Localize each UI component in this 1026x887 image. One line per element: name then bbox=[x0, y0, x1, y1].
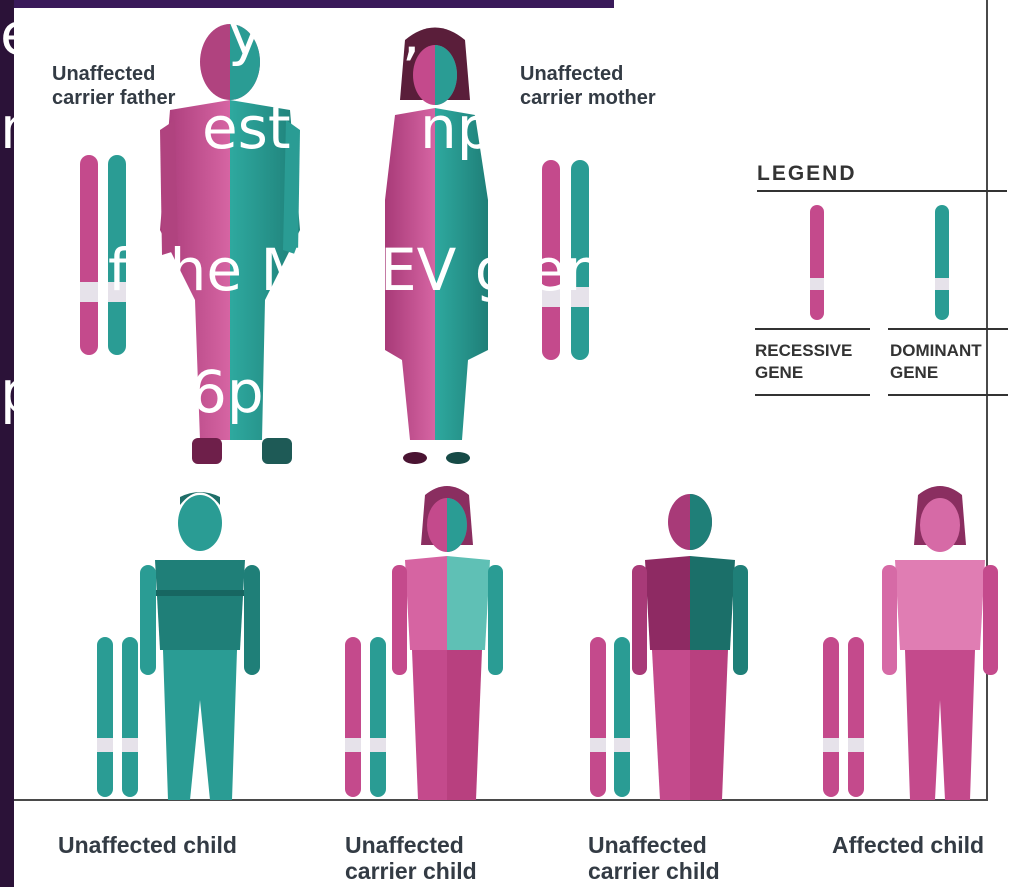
slide-text-fragment-6: npt bbox=[420, 98, 516, 158]
child-3-figure bbox=[632, 494, 748, 800]
slide-text-fragment-10: p bbox=[0, 362, 37, 422]
slide-text-fragment-3: , bbox=[402, 4, 420, 64]
legend-dominant-rule-bottom bbox=[888, 394, 1008, 396]
mother-label: Unaffected carrier mother bbox=[520, 62, 670, 110]
child-2-label: Unaffected carrier child bbox=[345, 832, 525, 884]
child-1-chromosome-pair bbox=[97, 637, 138, 797]
legend-top-rule bbox=[757, 190, 1007, 192]
slide-text-fragment-1: e bbox=[0, 4, 36, 64]
child-4-chromosome-pair bbox=[823, 637, 864, 797]
slide-text-fragment-11: 6p1 bbox=[190, 362, 301, 422]
legend-recessive-label: RECESSIVE GENE bbox=[755, 340, 867, 384]
legend-recessive-chromosome bbox=[810, 205, 824, 320]
child-4-figure bbox=[882, 486, 998, 800]
legend-dominant-chromosome bbox=[935, 205, 949, 320]
slide-text-fragment-2: ya bbox=[228, 4, 298, 64]
child-1-figure bbox=[140, 492, 260, 800]
child-3-chromosome-pair bbox=[590, 637, 630, 797]
child-2-chromosome-pair bbox=[345, 637, 386, 797]
child-1-label: Unaffected child bbox=[58, 832, 298, 858]
slide-text-fragment-8: EV g bbox=[380, 240, 512, 300]
legend-recessive-rule-bottom bbox=[755, 394, 870, 396]
legend-recessive-rule-top bbox=[755, 328, 870, 330]
legend-dominant-rule-top bbox=[888, 328, 1008, 330]
slide-text-fragment-7: f the M bbox=[108, 240, 311, 300]
child-3-label: Unaffected carrier child bbox=[588, 832, 768, 884]
slide-text-fragment-4: m bbox=[0, 98, 57, 158]
child-2-figure bbox=[392, 486, 503, 800]
slide-text-fragment-9: en bbox=[530, 240, 602, 300]
child-4-label: Affected child bbox=[832, 832, 1026, 858]
legend-dominant-label: DOMINANT GENE bbox=[890, 340, 1002, 384]
father-label: Unaffected carrier father bbox=[52, 62, 202, 110]
slide-text-fragment-5: est s bbox=[202, 98, 339, 158]
legend-title: LEGEND bbox=[757, 162, 857, 186]
